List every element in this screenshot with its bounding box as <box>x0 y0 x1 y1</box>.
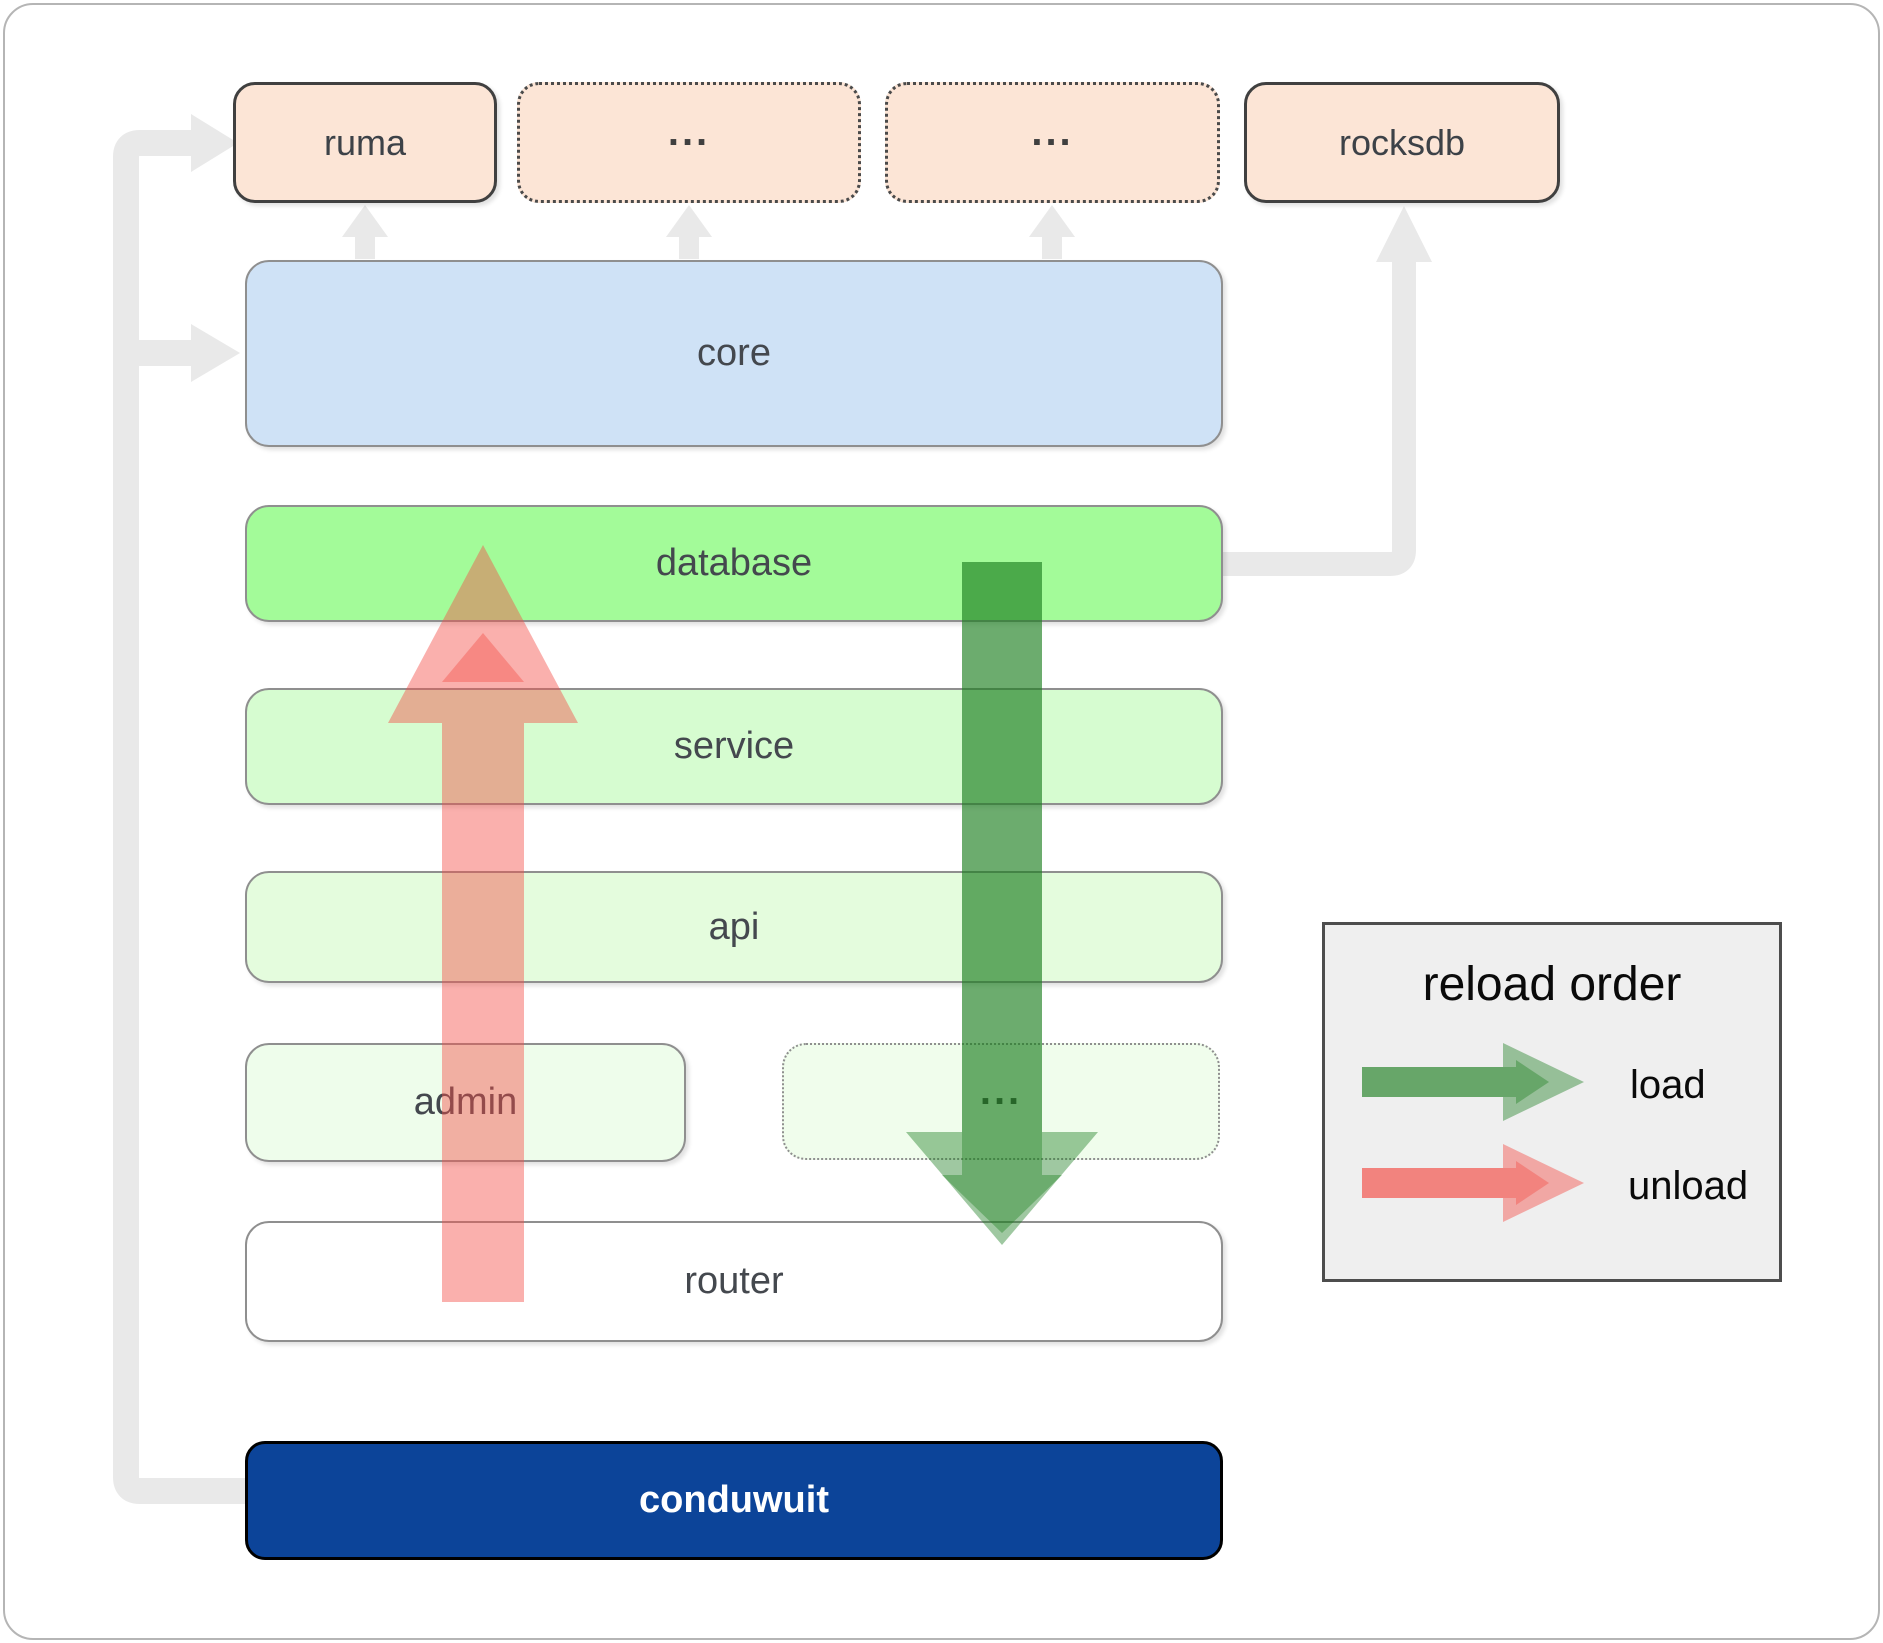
node-router: router <box>245 1221 1223 1342</box>
node-api: api <box>245 871 1223 983</box>
node-ellipsis-1-label: ... <box>667 110 711 154</box>
node-conduwuit: conduwuit <box>245 1441 1223 1560</box>
node-rocksdb: rocksdb <box>1244 82 1560 203</box>
node-router-label: router <box>684 1260 784 1302</box>
node-ruma: ruma <box>233 82 497 203</box>
legend-load-label: load <box>1630 1063 1706 1107</box>
node-ruma-label: ruma <box>323 121 407 163</box>
node-database-label: database <box>655 542 813 584</box>
node-service: service <box>245 688 1223 805</box>
legend-reload-order: reload order load unload <box>1322 922 1782 1282</box>
node-ellipsis-2-label: ... <box>1031 110 1074 154</box>
node-core: core <box>245 260 1223 447</box>
node-ellipsis-2: ... <box>885 82 1220 203</box>
node-admin: admin <box>245 1043 686 1162</box>
node-service-label: service <box>673 725 795 767</box>
outer-frame <box>3 3 1880 1640</box>
node-ellipsis-3: ... <box>782 1043 1220 1160</box>
legend-title: reload order <box>1422 958 1682 1011</box>
node-api-label: api <box>708 905 760 948</box>
node-rocksdb-label: rocksdb <box>1338 121 1466 163</box>
node-ellipsis-1: ... <box>517 82 861 203</box>
node-ellipsis-3-label: ... <box>979 1069 1023 1113</box>
node-core-label: core <box>697 332 771 374</box>
node-admin-label: admin <box>413 1081 518 1123</box>
node-database: database <box>245 505 1223 622</box>
node-conduwuit-label: conduwuit <box>639 1479 829 1521</box>
legend-unload-label: unload <box>1628 1164 1749 1208</box>
